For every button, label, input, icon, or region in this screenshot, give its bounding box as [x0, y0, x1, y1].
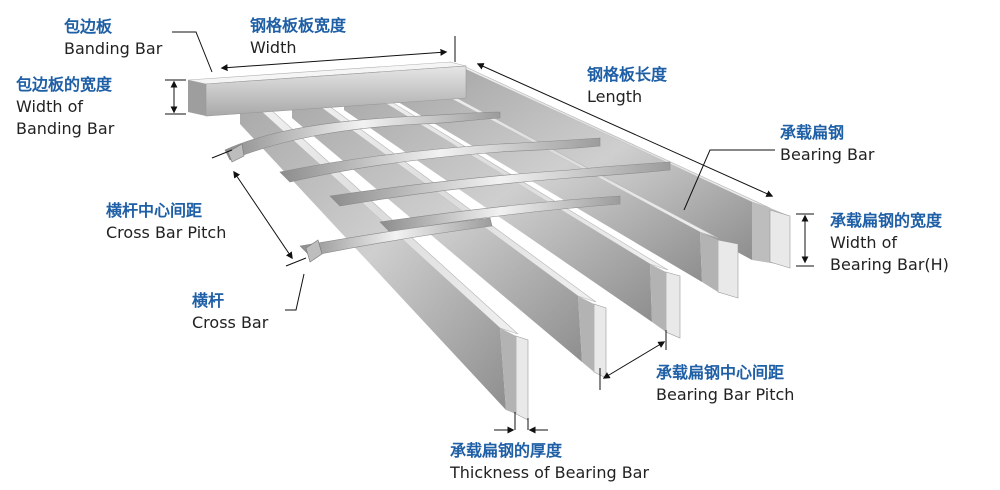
label-en: Width of — [16, 97, 83, 116]
label-en: Bearing Bar — [780, 145, 875, 164]
label-en: Bearing Bar Pitch — [656, 385, 795, 404]
label-length: 钢格板长度 Length — [587, 64, 667, 108]
cross-bar — [379, 195, 621, 233]
label-en: Cross Bar — [192, 313, 269, 332]
label-en-line2: Bearing Bar(H) — [830, 255, 949, 274]
label-en: Banding Bar — [64, 39, 163, 58]
label-zh: 钢格板板宽度 — [250, 16, 347, 35]
label-thickness-of-bearing-bar: 承载扁钢的厚度 Thickness of Bearing Bar — [450, 440, 649, 484]
label-en: Width of — [830, 233, 897, 252]
bearing-bar-end — [717, 239, 739, 299]
label-zh: 包边板的宽度 — [16, 75, 113, 94]
cross-bar-end — [227, 143, 245, 163]
label-en: Length — [587, 87, 643, 106]
label-en: Cross Bar Pitch — [106, 223, 227, 242]
cross-bar — [299, 217, 493, 257]
cross-bar-end — [305, 239, 323, 263]
label-zh: 横杆中心间距 — [106, 201, 203, 220]
label-zh: 横杆 — [192, 291, 225, 310]
label-zh: 包边板 — [64, 17, 113, 36]
bearing-bar-end — [665, 271, 681, 339]
label-zh: 承载扁钢的厚度 — [450, 441, 563, 460]
label-en: Width — [250, 38, 297, 57]
label-cross-bar-pitch: 横杆中心间距 Cross Bar Pitch — [106, 200, 226, 244]
label-width: 钢格板板宽度 Width — [250, 15, 346, 59]
dimension-lines — [165, 31, 814, 434]
label-en: Thickness of Bearing Bar — [450, 463, 650, 482]
label-width-of-banding-bar: 包边板的宽度 Width of Banding Bar — [16, 74, 114, 140]
label-en-line2: Banding Bar — [16, 119, 115, 138]
label-zh: 钢格板长度 — [587, 65, 668, 84]
label-zh: 承载扁钢 — [780, 123, 845, 142]
label-cross-bar: 横杆 Cross Bar — [192, 290, 268, 334]
label-width-of-bearing-bar: 承载扁钢的宽度 Width of Bearing Bar(H) — [830, 210, 949, 276]
bearing-bar-end — [593, 303, 607, 379]
label-bearing-bar-pitch: 承载扁钢中心间距 Bearing Bar Pitch — [656, 362, 794, 406]
bearing-bar-end — [769, 209, 791, 269]
bearing-bar-side — [344, 78, 652, 322]
label-banding-bar: 包边板 Banding Bar — [64, 16, 162, 60]
label-bearing-bar: 承载扁钢 Bearing Bar — [780, 122, 874, 166]
label-zh: 承载扁钢中心间距 — [656, 363, 785, 382]
label-zh: 承载扁钢的宽度 — [830, 211, 943, 230]
bearing-bar-end — [515, 335, 529, 421]
